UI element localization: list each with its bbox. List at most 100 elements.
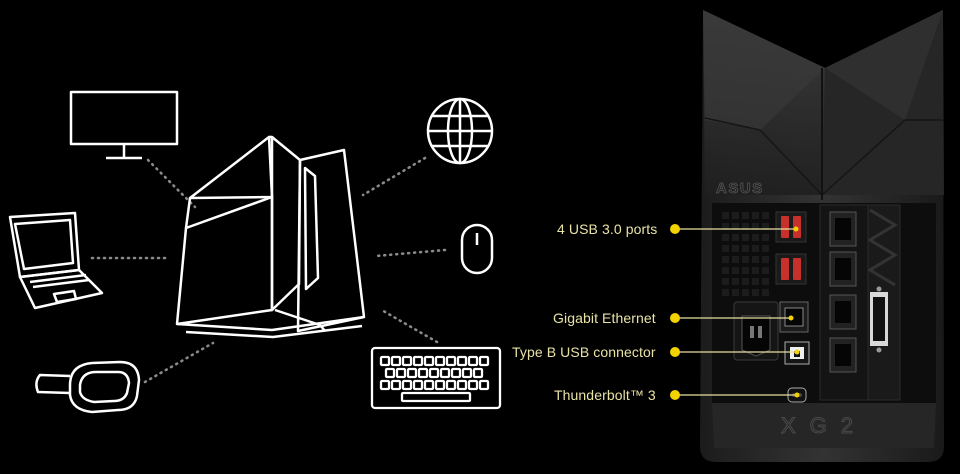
keyboard-key xyxy=(445,355,457,367)
keyboard-key xyxy=(406,367,418,379)
keyboard-key xyxy=(390,355,402,367)
gpu-display-ports xyxy=(829,211,857,373)
vent-hole xyxy=(752,245,759,252)
keyboard-key xyxy=(423,379,435,391)
vent-hole xyxy=(742,212,749,219)
vent-hole xyxy=(762,234,769,241)
vent-hole xyxy=(732,289,739,296)
vent-hole xyxy=(722,212,729,219)
callout-usb-ports: 4 USB 3.0 ports xyxy=(557,221,658,237)
vent-hole xyxy=(732,267,739,274)
keyboard-key xyxy=(467,379,479,391)
keyboard-key xyxy=(379,379,391,391)
vent-hole xyxy=(722,223,729,230)
vent-hole xyxy=(732,256,739,263)
laptop-icon xyxy=(8,211,104,310)
vent-hole xyxy=(752,289,759,296)
vent-hole xyxy=(752,212,759,219)
vent-hole xyxy=(722,256,729,263)
vent-hole xyxy=(742,267,749,274)
vent-hole xyxy=(732,278,739,285)
device-rear-view: ASUS xyxy=(700,10,944,462)
vent-hole xyxy=(762,256,769,263)
ethernet-port xyxy=(779,301,809,333)
keyboard-key xyxy=(434,355,446,367)
vent-hole xyxy=(722,234,729,241)
keyboard-spacebar xyxy=(400,391,472,403)
keyboard-icon xyxy=(370,346,502,410)
keyboard-key xyxy=(379,355,391,367)
globe-icon xyxy=(426,97,494,165)
keyboard-key xyxy=(401,379,413,391)
vent-grille xyxy=(722,212,769,296)
callout-ethernet: Gigabit Ethernet xyxy=(553,310,656,326)
keyboard-key xyxy=(401,355,413,367)
keyboard-key xyxy=(395,367,407,379)
vent-hole xyxy=(762,245,769,252)
vent-hole xyxy=(732,234,739,241)
power-inlet xyxy=(733,301,779,361)
vent-hole xyxy=(752,267,759,274)
vent-hole xyxy=(762,289,769,296)
keyboard-key xyxy=(445,379,457,391)
vent-hole xyxy=(762,223,769,230)
vent-hole xyxy=(742,223,749,230)
keyboard-key xyxy=(428,367,440,379)
callout-end-dots xyxy=(788,226,800,398)
vent-hole xyxy=(732,223,739,230)
vent-hole xyxy=(732,212,739,219)
keyboard-key xyxy=(390,379,402,391)
vent-hole xyxy=(752,223,759,230)
gpu-port-socket xyxy=(835,301,851,323)
vent-hole xyxy=(742,234,749,241)
vent-hole xyxy=(762,267,769,274)
keyboard-key xyxy=(412,355,424,367)
usb3-ports xyxy=(775,211,807,285)
keyboard-keys xyxy=(379,355,490,403)
keyboard-key xyxy=(423,355,435,367)
vent-hole xyxy=(742,278,749,285)
vent-hole xyxy=(752,256,759,263)
vent-hole xyxy=(752,278,759,285)
vent-hole xyxy=(752,234,759,241)
vent-hole xyxy=(722,267,729,274)
keyboard-key xyxy=(478,355,490,367)
keyboard-key xyxy=(461,367,473,379)
keyboard-key xyxy=(456,379,468,391)
enclosure-icon xyxy=(175,135,366,339)
vent-hole xyxy=(722,278,729,285)
vent-hole xyxy=(762,212,769,219)
vent-hole xyxy=(722,289,729,296)
vent-hole xyxy=(742,245,749,252)
gpu-port-socket xyxy=(835,218,851,240)
callout-thunderbolt: Thunderbolt™ 3 xyxy=(554,387,656,403)
connection-lines xyxy=(90,156,447,384)
brand-logo: ASUS xyxy=(716,180,764,197)
product-mark-logo: XG2 xyxy=(781,413,867,438)
keyboard-key xyxy=(467,355,479,367)
vent-hole xyxy=(742,289,749,296)
keyboard-key xyxy=(450,367,462,379)
callout-leaders xyxy=(675,228,797,396)
keyboard-key xyxy=(417,367,429,379)
monitor-icon xyxy=(69,90,179,160)
gpu-port-socket xyxy=(835,258,851,280)
gpu-port-socket xyxy=(835,344,851,366)
keyboard-key xyxy=(439,367,451,379)
vent-hole xyxy=(722,245,729,252)
callout-type-b: Type B USB connector xyxy=(512,344,656,360)
keyboard-key xyxy=(434,379,446,391)
vent-hole xyxy=(742,256,749,263)
keyboard-key xyxy=(384,367,396,379)
keyboard-key xyxy=(478,379,490,391)
keyboard-key xyxy=(472,367,484,379)
vent-hole xyxy=(762,278,769,285)
keyboard-key xyxy=(412,379,424,391)
keyboard-key xyxy=(456,355,468,367)
callout-dots xyxy=(670,224,680,400)
vr-headset-icon xyxy=(35,360,141,414)
gpu-bracket xyxy=(819,204,901,401)
mouse-icon xyxy=(460,223,494,275)
vent-hole xyxy=(732,245,739,252)
